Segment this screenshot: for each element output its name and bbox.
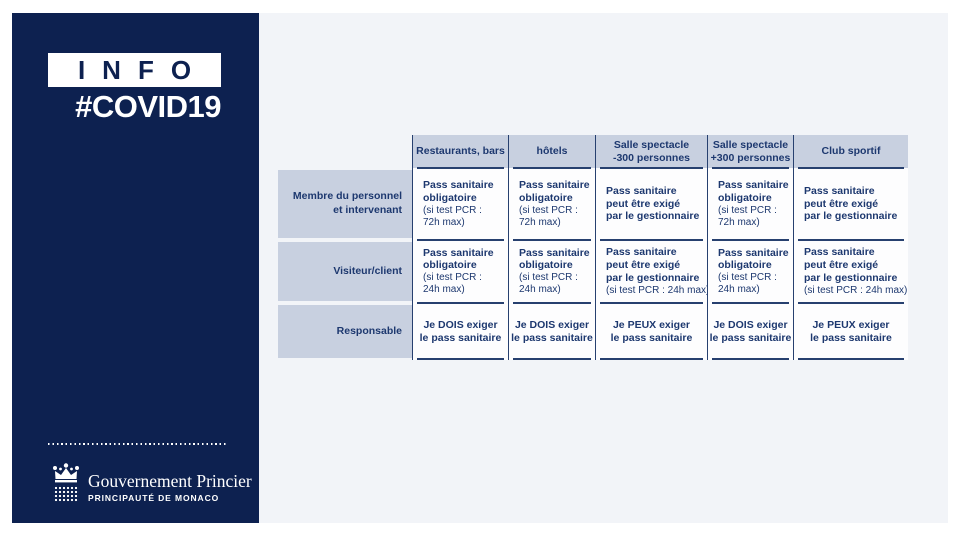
row-label-visiteur: Visiteur/client — [278, 240, 412, 303]
column-header-hotels: hôtels — [508, 135, 595, 168]
rule-cell: Pass sanitaire obligatoire (si test PCR … — [707, 239, 793, 303]
monaco-crown-icon — [52, 463, 80, 502]
content-area: Restaurants, bars hôtels Salle spectacle… — [259, 13, 948, 523]
rule-note: (si test PCR : 24h max) — [519, 272, 578, 296]
rule-main: Je PEUX exiger le pass sanitaire — [610, 318, 693, 344]
rule-cell: Je DOIS exiger le pass sanitaire — [508, 302, 595, 360]
info-logo-box: INFO — [48, 53, 221, 87]
rule-main: Pass sanitaire obligatoire — [423, 246, 494, 272]
row-label-personnel: Membre du personnel et intervenant — [278, 168, 412, 240]
rule-main: Je PEUX exiger le pass sanitaire — [810, 318, 892, 344]
government-logo: Gouvernement Princier PRINCIPAUTÉ DE MON… — [52, 463, 252, 503]
rule-cell: Je DOIS exiger le pass sanitaire — [412, 302, 508, 360]
row-label-responsable: Responsable — [278, 303, 412, 360]
rule-main: Pass sanitaire obligatoire — [519, 179, 590, 204]
rule-note: (si test PCR : 72h max) — [423, 204, 482, 228]
government-text: Gouvernement Princier PRINCIPAUTÉ DE MON… — [88, 463, 252, 504]
rule-main: Pass sanitaire obligatoire — [718, 246, 789, 272]
rule-main: Pass sanitaire peut être exigé par le ge… — [804, 246, 898, 284]
info-covid-logo: INFO #COVID19 — [48, 53, 222, 124]
rule-main: Je DOIS exiger le pass sanitaire — [709, 318, 792, 344]
column-header-salle-moins-300: Salle spectacle -300 personnes — [595, 135, 707, 168]
column-header-club-sportif: Club sportif — [793, 135, 908, 168]
rule-cell: Pass sanitaire peut être exigé par le ge… — [793, 167, 908, 240]
sidebar: INFO #COVID19 Gouvernement Princier — [12, 13, 259, 523]
rule-note: (si test PCR : 24h max) — [423, 272, 482, 296]
rule-cell: Pass sanitaire obligatoire (si test PCR … — [707, 167, 793, 240]
rule-note: (si test PCR : 72h max) — [718, 204, 777, 228]
covid-rules-table: Restaurants, bars hôtels Salle spectacle… — [278, 135, 908, 360]
rule-main: Pass sanitaire obligatoire — [519, 246, 590, 272]
rule-cell: Je PEUX exiger le pass sanitaire — [595, 302, 707, 360]
rule-cell: Pass sanitaire peut être exigé par le ge… — [595, 239, 710, 303]
rule-note: (si test PCR : 24h max) — [804, 284, 908, 296]
rule-cell: Pass sanitaire obligatoire (si test PCR … — [508, 239, 595, 303]
table-corner-spacer — [278, 135, 412, 168]
rule-cell: Pass sanitaire peut être exigé par le ge… — [793, 239, 908, 303]
rule-main: Je DOIS exiger le pass sanitaire — [419, 318, 502, 344]
dotted-divider — [48, 443, 226, 445]
rule-main: Pass sanitaire peut être exigé par le ge… — [606, 246, 700, 284]
rule-main: Pass sanitaire obligatoire — [423, 179, 494, 204]
rule-main: Pass sanitaire peut être exigé par le ge… — [804, 184, 898, 223]
government-name: Gouvernement Princier — [88, 471, 252, 491]
rule-main: Je DOIS exiger le pass sanitaire — [511, 318, 593, 344]
rule-main: Pass sanitaire peut être exigé par le ge… — [606, 184, 700, 223]
rule-note: (si test PCR : 72h max) — [519, 204, 578, 228]
column-header-restaurants-bars: Restaurants, bars — [412, 135, 508, 168]
rule-cell: Pass sanitaire obligatoire (si test PCR … — [412, 239, 508, 303]
government-subtitle: PRINCIPAUTÉ DE MONACO — [88, 493, 220, 504]
column-header-salle-plus-300: Salle spectacle +300 personnes — [707, 135, 793, 168]
rule-main: Pass sanitaire obligatoire — [718, 179, 789, 204]
rule-cell: Je DOIS exiger le pass sanitaire — [707, 302, 793, 360]
rule-cell: Pass sanitaire obligatoire (si test PCR … — [412, 167, 508, 240]
info-logo-text: INFO — [77, 55, 209, 85]
rule-note: (si test PCR : 24h max) — [606, 284, 710, 296]
covid19-hashtag: #COVID19 — [75, 89, 221, 124]
rule-note: (si test PCR : 24h max) — [718, 272, 777, 296]
rule-cell: Pass sanitaire peut être exigé par le ge… — [595, 167, 707, 240]
rule-cell: Pass sanitaire obligatoire (si test PCR … — [508, 167, 595, 240]
rule-cell: Je PEUX exiger le pass sanitaire — [793, 302, 908, 360]
monaco-grid-pattern — [53, 485, 79, 502]
